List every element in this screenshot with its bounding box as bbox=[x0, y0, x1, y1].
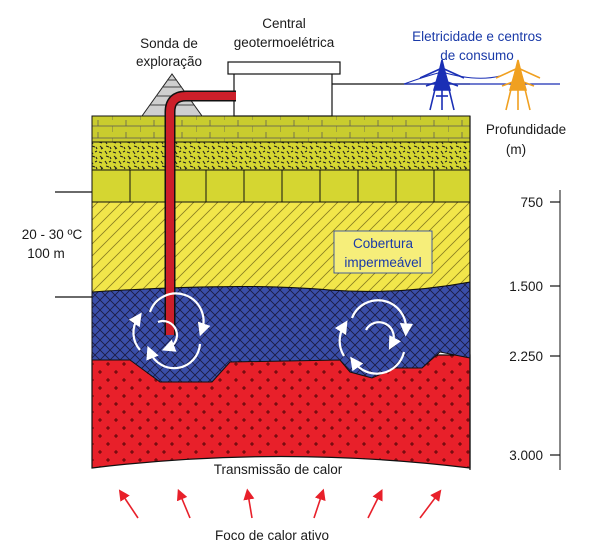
heat-arrow bbox=[176, 488, 191, 519]
cover-label-box bbox=[333, 230, 433, 274]
topsoil-layer bbox=[91, 115, 471, 143]
block-layer bbox=[91, 169, 471, 203]
cover-label-line1: Cobertura bbox=[353, 236, 414, 251]
heat-focus-label: Foco de calor ativo bbox=[215, 528, 329, 543]
depth-title-line1: Profundidade bbox=[486, 122, 566, 137]
temperature-label-line1: 20 - 30 ºC bbox=[22, 227, 83, 242]
depth-ticks bbox=[550, 201, 560, 456]
plant-label-line1: Central bbox=[262, 16, 306, 31]
probe-label-line1: Sonda de bbox=[140, 36, 198, 51]
depth-tick-label: 3.000 bbox=[509, 448, 543, 463]
tower-orange-icon bbox=[495, 59, 541, 111]
plant-label-line2: geotermoelétrica bbox=[234, 35, 335, 50]
power-plant-icon bbox=[227, 61, 470, 117]
electricity-label-line2: de consumo bbox=[440, 48, 514, 63]
heat-arrow bbox=[419, 489, 442, 519]
depth-tick-label: 750 bbox=[520, 195, 543, 210]
heat-arrows bbox=[118, 488, 442, 519]
cover-label-line2: impermeável bbox=[344, 255, 421, 270]
electricity-label-line1: Eletricidade e centros bbox=[412, 29, 542, 44]
depth-tick-label: 1.500 bbox=[509, 279, 543, 294]
heat-transmission-label: Transmissão de calor bbox=[214, 462, 343, 477]
heat-arrow bbox=[243, 488, 255, 519]
hot-rock-layer bbox=[91, 354, 471, 469]
depth-title-line2: (m) bbox=[506, 142, 526, 157]
temperature-label-line2: 100 m bbox=[27, 246, 65, 261]
gravel-layer bbox=[91, 141, 471, 171]
probe-label-line2: exploração bbox=[136, 54, 202, 69]
depth-tick-label: 2.250 bbox=[509, 349, 543, 364]
convection-left-icon bbox=[128, 292, 211, 370]
tower-blue-icon bbox=[419, 59, 465, 111]
heat-arrow bbox=[313, 488, 326, 519]
heat-arrow bbox=[118, 489, 139, 519]
heat-arrow bbox=[367, 488, 383, 519]
convection-right-icon bbox=[334, 299, 413, 375]
